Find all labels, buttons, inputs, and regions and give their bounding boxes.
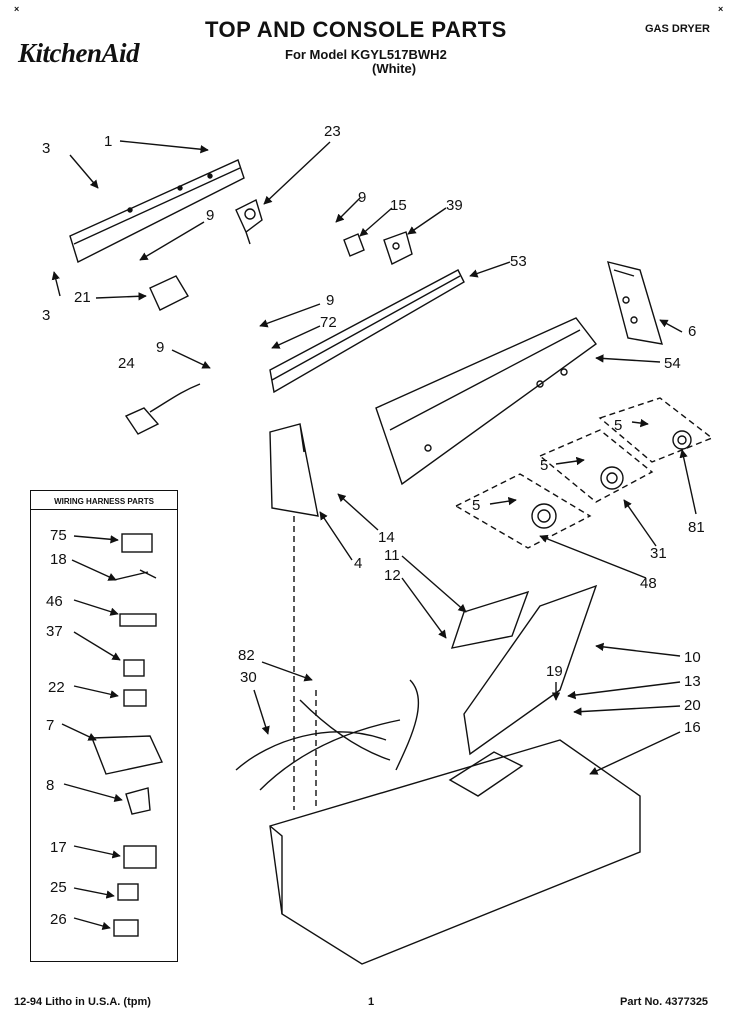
harness-part-37	[123, 659, 145, 677]
main-harness	[235, 679, 420, 791]
callout-9d: 9	[156, 339, 164, 356]
color-line: (White)	[372, 61, 417, 76]
callout-13: 13	[684, 673, 701, 690]
callout-5c: 5	[472, 497, 480, 514]
callout-14: 14	[378, 529, 395, 546]
harness-part-25	[117, 883, 139, 901]
callout-21: 21	[74, 289, 91, 306]
callout-11: 11	[384, 547, 400, 564]
page-title: TOP AND CONSOLE PARTS	[205, 17, 507, 42]
callout-75: 75	[50, 527, 67, 544]
harness-part-26	[113, 919, 139, 937]
harness-part-7	[90, 735, 164, 775]
callout-12: 12	[384, 567, 401, 584]
page-number: 1	[368, 996, 375, 1008]
callout-4: 4	[354, 555, 362, 572]
callout-53: 53	[510, 253, 527, 270]
end-cap	[607, 261, 663, 345]
console-panel	[375, 317, 597, 486]
control-hood	[450, 590, 530, 649]
callout-8: 8	[46, 777, 54, 794]
harness-part-8	[125, 787, 151, 815]
callout-3a: 3	[42, 140, 50, 157]
wiring-harness-box-title: WIRING HARNESS PARTS	[54, 497, 154, 506]
knob-48	[531, 503, 557, 529]
callout-18: 18	[50, 551, 67, 568]
callout-24: 24	[118, 355, 135, 372]
knob-81	[672, 430, 692, 450]
callout-5b: 5	[540, 457, 548, 474]
part-number: Part No. 4377325	[620, 996, 709, 1008]
knob-31	[600, 466, 624, 490]
harness-part-22	[123, 689, 147, 707]
harness-part-17	[123, 845, 157, 869]
callout-16: 16	[684, 719, 701, 736]
corner-mark-top-left: ×	[14, 4, 20, 14]
callout-31: 31	[650, 545, 667, 562]
door-switch	[149, 275, 189, 311]
brand-logo: KitchenAid	[18, 38, 140, 68]
callout-82: 82	[238, 647, 255, 664]
callout-9c: 9	[326, 292, 334, 309]
callout-22: 22	[48, 679, 65, 696]
wiring-harness-box: WIRING HARNESS PARTS	[30, 490, 178, 962]
part-39-switch	[383, 231, 413, 265]
callout-81: 81	[688, 519, 705, 536]
callout-25: 25	[50, 879, 67, 896]
harness-24	[124, 383, 201, 435]
harness-part-18	[113, 569, 157, 581]
model-line: For Model KGYL517BWH2	[285, 47, 447, 62]
part-15-block	[343, 233, 365, 257]
callout-6: 6	[688, 323, 696, 340]
timer-switch	[235, 199, 263, 245]
callout-23: 23	[324, 123, 341, 140]
callout-10: 10	[684, 649, 701, 666]
product-type: GAS DRYER	[645, 23, 710, 35]
callout-37: 37	[46, 623, 63, 640]
callout-7: 7	[46, 717, 54, 734]
corner-mark-top-right: ×	[718, 4, 724, 14]
rear-panel	[69, 159, 245, 263]
callout-9a: 9	[358, 189, 366, 206]
litho-line: 12-94 Litho in U.S.A. (tpm)	[14, 996, 151, 1008]
console-bracket	[269, 269, 465, 394]
callout-39: 39	[446, 197, 463, 214]
callout-30: 30	[240, 669, 257, 686]
callout-72: 72	[320, 314, 337, 331]
wiring-harness-box-rule	[31, 509, 177, 510]
callout-15: 15	[390, 197, 407, 214]
side-bracket	[269, 423, 319, 517]
front-panel	[463, 584, 598, 756]
callout-54: 54	[664, 355, 681, 372]
callout-9b: 9	[206, 207, 214, 224]
callout-20: 20	[684, 697, 701, 714]
cabinet-top	[269, 739, 641, 965]
callout-48: 48	[640, 575, 657, 592]
callout-46: 46	[46, 593, 63, 610]
callout-26: 26	[50, 911, 67, 928]
callout-5a: 5	[614, 417, 622, 434]
callout-1: 1	[104, 133, 112, 150]
callout-17: 17	[50, 839, 67, 856]
harness-part-75	[121, 533, 153, 553]
callout-19: 19	[546, 663, 563, 680]
callout-3b: 3	[42, 307, 50, 324]
harness-part-46	[119, 613, 157, 627]
